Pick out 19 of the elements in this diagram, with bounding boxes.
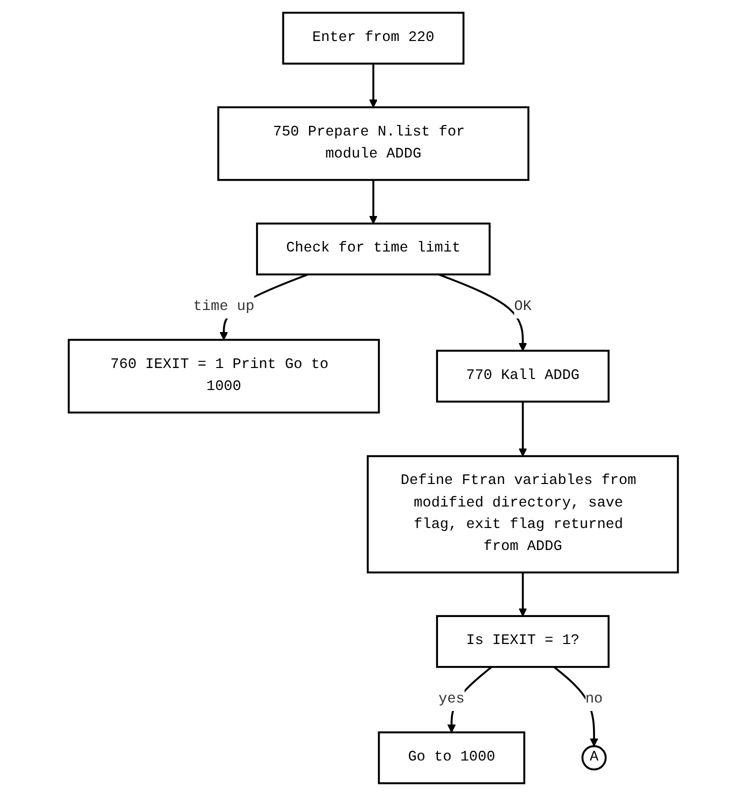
node-box: 770 Kall ADDG [436,350,610,403]
node-box: Go to 1000 [378,731,526,784]
edge-label: no [586,690,603,708]
arrow [554,666,598,747]
node-box: Check for time limit [256,222,491,276]
edge-label: time up [193,298,255,315]
arrow [369,64,378,108]
arrow [438,274,528,352]
node-circle: A [582,745,607,770]
arrow [518,572,528,616]
arrow [518,402,528,457]
edge-label: OK [514,298,532,315]
edge-label: yes [438,690,465,708]
node-box: Is IEXIT = 1? [436,615,610,668]
node-box: 750 Prepare N.list for module ADDG [217,106,530,181]
node-box: Enter from 220 [282,12,465,65]
node-box: Define Ftran variables from modified directory, save flag, exit flag returned from ADDG [366,455,680,574]
arrow [369,180,378,224]
node-box: 760 IEXIT = 1 Print Go to 1000 [68,338,380,414]
